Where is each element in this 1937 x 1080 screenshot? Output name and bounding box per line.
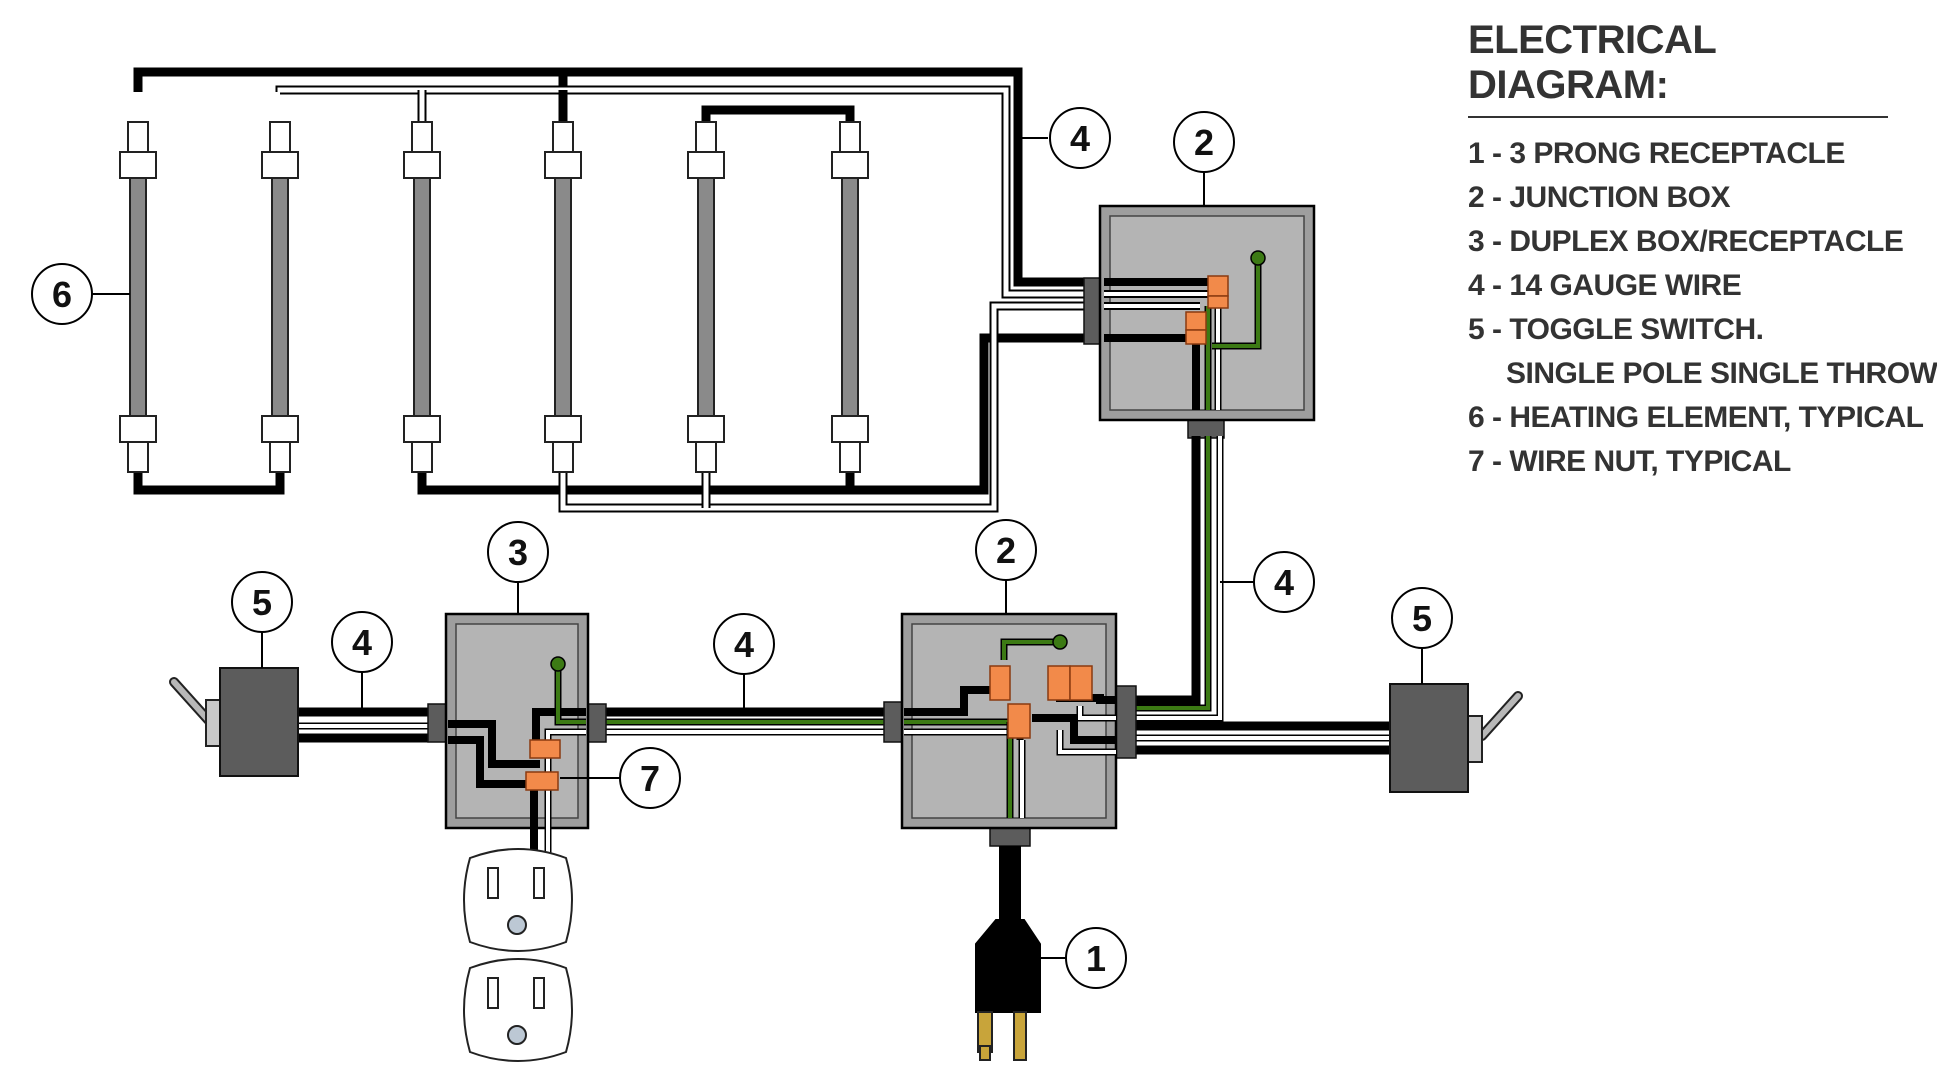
svg-text:2: 2 — [996, 530, 1016, 571]
callout-4-mid: 4 — [713, 613, 775, 675]
wire-nut — [525, 771, 559, 791]
callout-6: 6 — [31, 263, 93, 325]
callout-4-right: 4 — [1253, 551, 1315, 613]
receptacle-upper — [463, 848, 573, 952]
legend-list: 1 - 3 PRONG RECEPTACLE 2 - JUNCTION BOX … — [1468, 132, 1937, 484]
heating-element — [261, 121, 299, 473]
legend-item: 4 - 14 GAUGE WIRE — [1468, 269, 1742, 302]
heating-element — [687, 121, 725, 473]
duplex-box — [427, 612, 607, 860]
heating-element — [119, 121, 157, 473]
callout-5-right: 5 — [1391, 587, 1453, 649]
wire-nut — [1007, 703, 1031, 739]
callout-4-top: 4 — [1049, 107, 1111, 169]
legend-item: 5 - TOGGLE SWITCH. SINGLE POLE SINGLE TH… — [1468, 308, 1937, 396]
legend-item: 3 - DUPLEX BOX/RECEPTACLE — [1468, 225, 1904, 258]
legend: ELECTRICAL DIAGRAM: 1 - 3 PRONG RECEPTAC… — [1468, 18, 1937, 484]
svg-text:3: 3 — [508, 532, 528, 573]
svg-text:4: 4 — [352, 622, 372, 663]
wire-nut — [1047, 665, 1071, 701]
junction-box-mid — [883, 612, 1137, 847]
callout-5-left: 5 — [231, 571, 293, 633]
toggle-switch-left — [169, 667, 299, 777]
three-prong-plug — [975, 846, 1041, 1061]
legend-item-continuation: SINGLE POLE SINGLE THROW — [1506, 357, 1937, 390]
heating-element — [544, 121, 582, 473]
legend-item: 7 - WIRE NUT, TYPICAL — [1468, 445, 1791, 478]
heating-element — [831, 121, 869, 473]
callout-2-top: 2 — [1173, 111, 1235, 173]
svg-text:4: 4 — [734, 624, 754, 665]
legend-title: ELECTRICAL DIAGRAM: — [1468, 18, 1888, 118]
svg-text:4: 4 — [1070, 118, 1090, 159]
wire-nut — [529, 739, 561, 759]
legend-item: 2 - JUNCTION BOX — [1468, 181, 1731, 214]
svg-text:2: 2 — [1194, 122, 1214, 163]
legend-item: 6 - HEATING ELEMENT, TYPICAL — [1468, 401, 1924, 434]
wire-nut — [989, 665, 1011, 701]
cable-riser — [1120, 436, 1224, 722]
wire-nut — [1207, 275, 1229, 297]
callout-4-left: 4 — [331, 611, 393, 673]
svg-text:6: 6 — [52, 274, 72, 315]
heating-element — [403, 121, 441, 473]
cable-left-switch — [298, 707, 430, 743]
callout-7: 7 — [619, 747, 681, 809]
leader-lines — [92, 137, 1423, 959]
svg-text:4: 4 — [1274, 562, 1294, 603]
cable-horizontal — [604, 707, 890, 736]
toggle-switch-right — [1389, 683, 1523, 793]
svg-text:5: 5 — [252, 582, 272, 623]
wire-nut — [1069, 665, 1093, 701]
junction-box-top — [1083, 204, 1316, 439]
callout-2-mid: 2 — [975, 519, 1037, 581]
callout-3: 3 — [487, 521, 549, 583]
callout-1: 1 — [1065, 927, 1127, 989]
svg-text:7: 7 — [640, 758, 660, 799]
receptacle-lower — [463, 958, 573, 1062]
wire-nut — [1185, 329, 1207, 345]
cable-right-switch — [1128, 721, 1390, 755]
legend-item: 1 - 3 PRONG RECEPTACLE — [1468, 137, 1845, 170]
svg-text:5: 5 — [1412, 598, 1432, 639]
svg-text:1: 1 — [1086, 938, 1106, 979]
wire-nut — [1207, 295, 1229, 309]
wire-nut — [1185, 311, 1207, 331]
